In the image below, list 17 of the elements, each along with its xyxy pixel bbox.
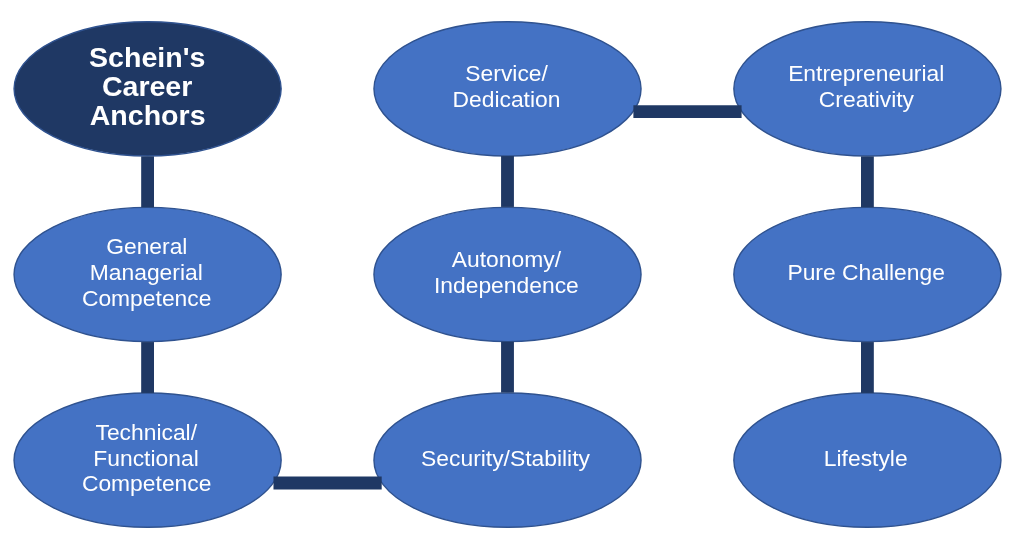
connector xyxy=(633,105,742,119)
node-ellipse: Technical/ Functional Competence xyxy=(13,392,282,528)
node-ellipse: Autonomy/ Independence xyxy=(373,206,642,343)
connector xyxy=(501,341,514,393)
node-ellipse: Security/Stability xyxy=(373,392,642,528)
node-ellipse: Lifestyle xyxy=(733,392,1002,528)
node-ellipse: Entrepreneurial Creativity xyxy=(733,21,1002,157)
connector xyxy=(860,156,874,208)
connector xyxy=(273,476,382,490)
node-ellipse: Pure Challenge xyxy=(733,206,1002,343)
connector xyxy=(501,156,514,207)
connector xyxy=(141,342,155,393)
node-ellipse: General Managerial Competence xyxy=(13,206,282,343)
node-ellipse: Schein's Career Anchors xyxy=(13,21,282,157)
node-ellipse: Service/ Dedication xyxy=(373,21,642,157)
connector xyxy=(860,342,874,393)
connector xyxy=(141,156,155,208)
